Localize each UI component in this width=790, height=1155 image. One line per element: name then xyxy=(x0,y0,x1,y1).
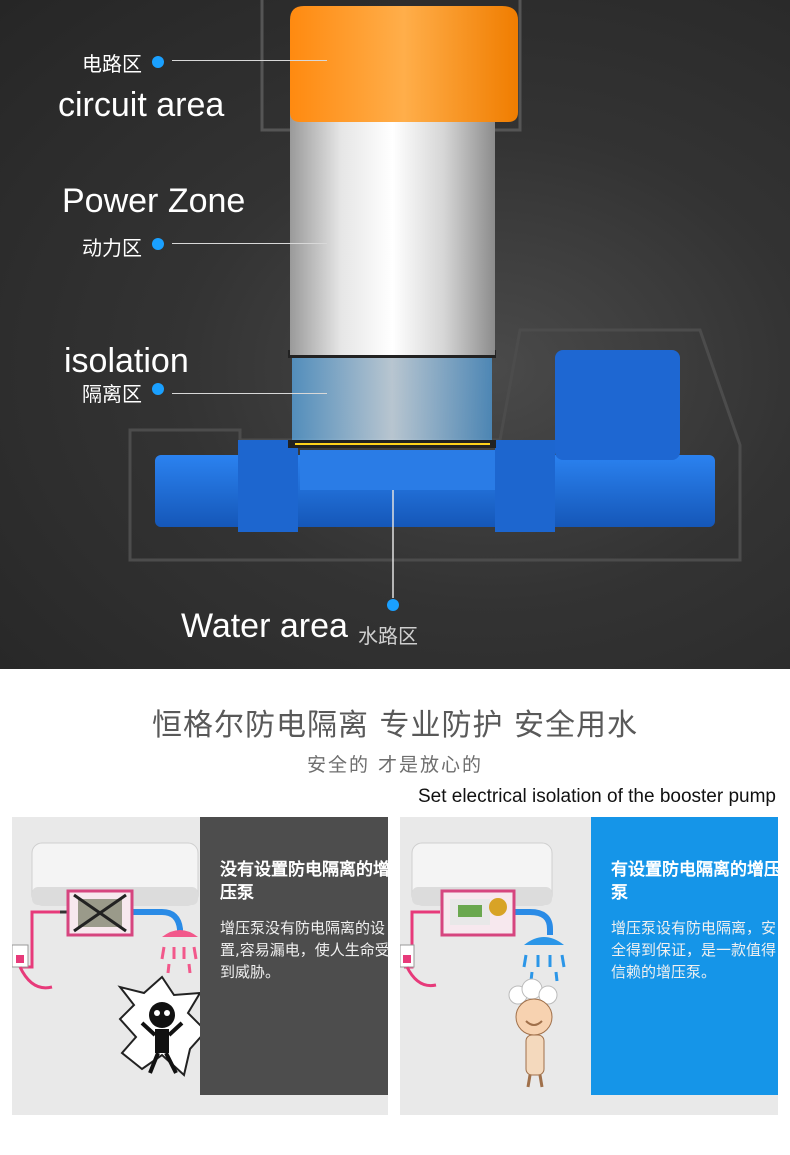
shower-head-icon xyxy=(524,937,564,945)
water-pointer-dot xyxy=(387,599,399,611)
water-en-label: Water area xyxy=(181,607,348,645)
electrocuted-person-icon xyxy=(117,975,200,1077)
power-leader-line xyxy=(172,243,327,244)
happy-person-showering-icon xyxy=(508,978,558,1088)
without-isolation-info: 没有设置防电隔离的增压泵 增压泵没有防电隔离的设置,容易漏电，使人生命受到威胁。 xyxy=(200,817,390,1095)
isolation-leader-line xyxy=(172,393,327,394)
shower-head-icon xyxy=(162,930,198,937)
isolation-pointer-dot xyxy=(152,383,164,395)
power-en-label: Power Zone xyxy=(62,182,246,220)
water-cn-label: 水路区 xyxy=(358,624,418,648)
pump-cutaway-diagram: 电路区 circuit area Power Zone 动力区 isolatio… xyxy=(0,0,790,669)
without-isolation-desc: 增压泵没有防电隔离的设置,容易漏电，使人生命受到威胁。 xyxy=(220,919,390,981)
isolation-zone-shape xyxy=(288,350,496,448)
isolation-cn-label: 隔离区 xyxy=(82,382,142,406)
power-zone-shape xyxy=(290,110,495,355)
with-isolation-illustration xyxy=(400,842,566,1088)
circuit-area-shape xyxy=(290,6,518,122)
circuit-cn-label: 电路区 xyxy=(82,52,142,76)
circuit-leader-line xyxy=(172,60,327,61)
circuit-pointer-dot xyxy=(152,56,164,68)
pump-illustration xyxy=(128,0,742,598)
with-isolation-info: 有设置防电隔离的增压泵 增压泵设有防电隔离，安全得到保证，是一款值得信赖的增压泵… xyxy=(591,817,781,1095)
power-cn-label: 动力区 xyxy=(82,236,142,260)
power-pointer-dot xyxy=(152,238,164,250)
water-area-shape xyxy=(155,350,715,532)
with-isolation-desc: 增压泵设有防电隔离，安全得到保证，是一款值得信赖的增压泵。 xyxy=(611,919,777,981)
without-isolation-illustration xyxy=(12,842,200,1077)
isolation-en-label: isolation xyxy=(64,342,189,380)
sub-heading: 安全的 才是放心的 xyxy=(306,754,484,776)
with-isolation-title: 有设置防电隔离的增压泵 xyxy=(611,860,781,903)
without-isolation-title: 没有设置防电隔离的增压泵 xyxy=(220,860,390,903)
english-heading: Set electrical isolation of the booster … xyxy=(417,786,776,807)
circuit-en-label: circuit area xyxy=(58,86,225,124)
main-heading: 恒格尔防电隔离 专业防护 安全用水 xyxy=(151,708,639,743)
